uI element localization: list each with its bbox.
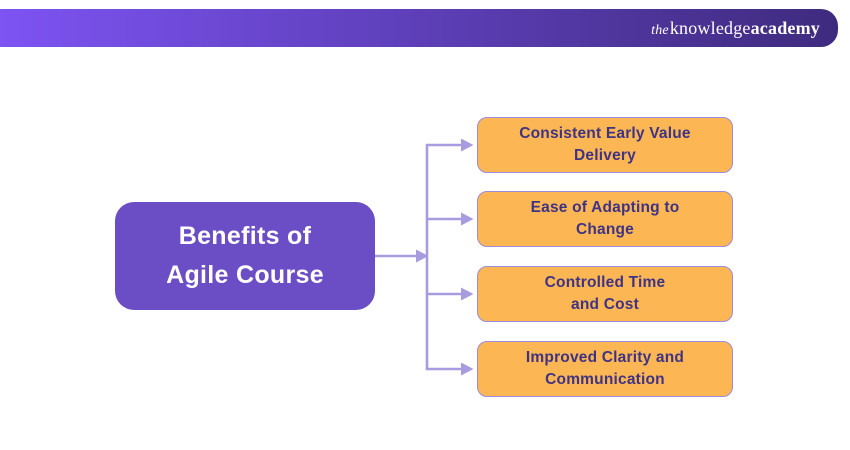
benefit-line1: Ease of Adapting to: [530, 199, 680, 216]
arrowhead-icon: [461, 138, 474, 152]
logo-the: the: [651, 22, 669, 38]
benefit-line2: Change: [575, 221, 635, 238]
benefit-line2: Delivery: [574, 147, 636, 164]
benefit-box-improved-clarity-and-communication: Improved Clarity and Communication: [477, 341, 733, 397]
benefit-box-ease-of-adapting-to-change: Ease of Adapting to Change: [477, 191, 733, 247]
benefit-line1: Controlled Time: [544, 274, 666, 291]
logo-knowledge: knowledge: [669, 17, 751, 38]
arrowhead-icon: [461, 287, 474, 301]
arrowhead-icon: [461, 362, 474, 376]
header-bar: theknowledgeacademy: [0, 9, 838, 47]
brand-logo: theknowledgeacademy: [651, 19, 820, 38]
benefit-line2: Communication: [545, 371, 665, 388]
logo-academy: academy: [750, 17, 820, 38]
benefit-line1: Consistent Early Value: [519, 125, 691, 142]
benefit-box-controlled-time-and-cost: Controlled Time and Cost: [477, 266, 733, 322]
benefit-line1: Improved Clarity and: [525, 349, 685, 366]
main-topic-line2: Agile Course: [166, 261, 324, 289]
benefit-line2: and Cost: [571, 296, 639, 313]
arrowhead-icon: [461, 212, 474, 226]
main-topic-box: Benefits of Agile Course: [115, 202, 375, 310]
benefit-box-consistent-early-value-delivery: Consistent Early Value Delivery: [477, 117, 733, 173]
main-topic-line1: Benefits of: [178, 222, 312, 250]
arrowhead-icon: [416, 249, 429, 263]
